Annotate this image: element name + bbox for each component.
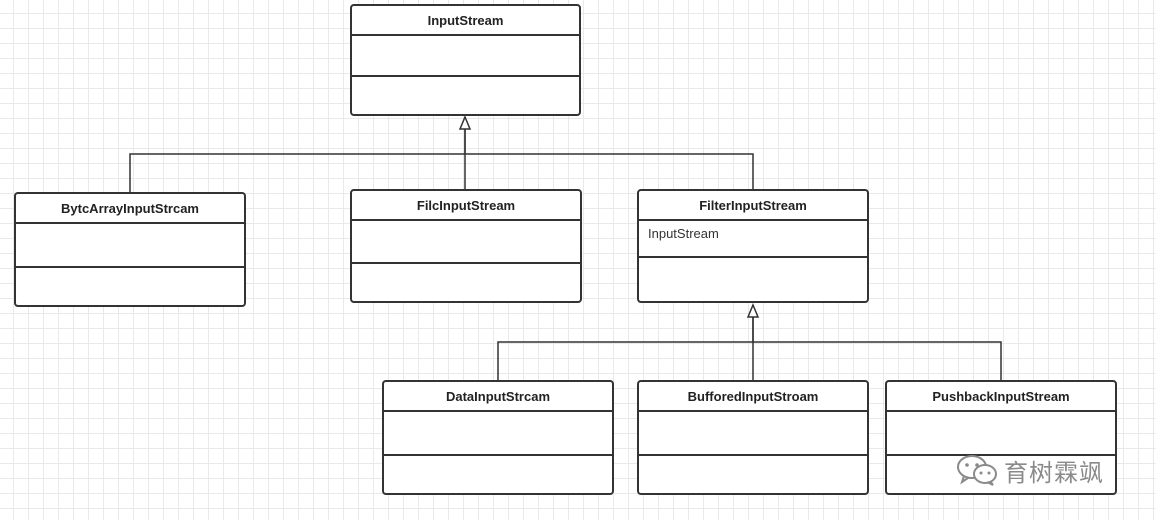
class-operations [639, 456, 867, 493]
class-datainputstream[interactable]: DataInputStrcam [382, 380, 614, 495]
class-name: BytcArrayInputStrcam [16, 194, 244, 224]
class-attributes [16, 224, 244, 268]
class-name: FilterInputStream [639, 191, 867, 221]
class-operations [16, 268, 244, 305]
class-attributes [352, 221, 580, 264]
connector-bytearray-to-inputstream [129, 117, 466, 192]
generalization-arrow-inputstream [458, 115, 472, 130]
class-filterinputstream[interactable]: FilterInputStream InputStream [637, 189, 869, 303]
class-attributes [352, 36, 579, 77]
class-name: InputStream [352, 6, 579, 36]
class-name: FilcInputStream [352, 191, 580, 221]
class-inputstream[interactable]: InputStream [350, 4, 581, 116]
class-bytearrayinputstream[interactable]: BytcArrayInputStrcam [14, 192, 246, 307]
class-operations [352, 77, 579, 114]
class-operations [352, 264, 580, 301]
class-attributes [639, 412, 867, 456]
class-operations [639, 258, 867, 301]
class-attributes [384, 412, 612, 456]
class-attributes: InputStream [639, 221, 867, 258]
wechat-icon [957, 455, 997, 486]
class-name: DataInputStrcam [384, 382, 612, 412]
generalization-arrow-filterinputstream [746, 303, 760, 318]
class-bufferedinputstream[interactable]: BufforedInputStroam [637, 380, 869, 495]
connector-data-to-filter [497, 305, 754, 381]
watermark-text: 育树霖飒 [1004, 458, 1104, 487]
connector-filter-to-inputstream [465, 153, 754, 190]
class-operations [384, 456, 612, 493]
connector-pushback-to-filter [753, 341, 1002, 381]
class-fileinputstream[interactable]: FilcInputStream [350, 189, 582, 303]
class-name: BufforedInputStroam [639, 382, 867, 412]
class-pushbackinputstream[interactable]: PushbackInputStream [885, 380, 1117, 495]
watermark: 育树霖飒 [956, 452, 1126, 488]
class-attributes [887, 412, 1115, 456]
class-name: PushbackInputStream [887, 382, 1115, 412]
